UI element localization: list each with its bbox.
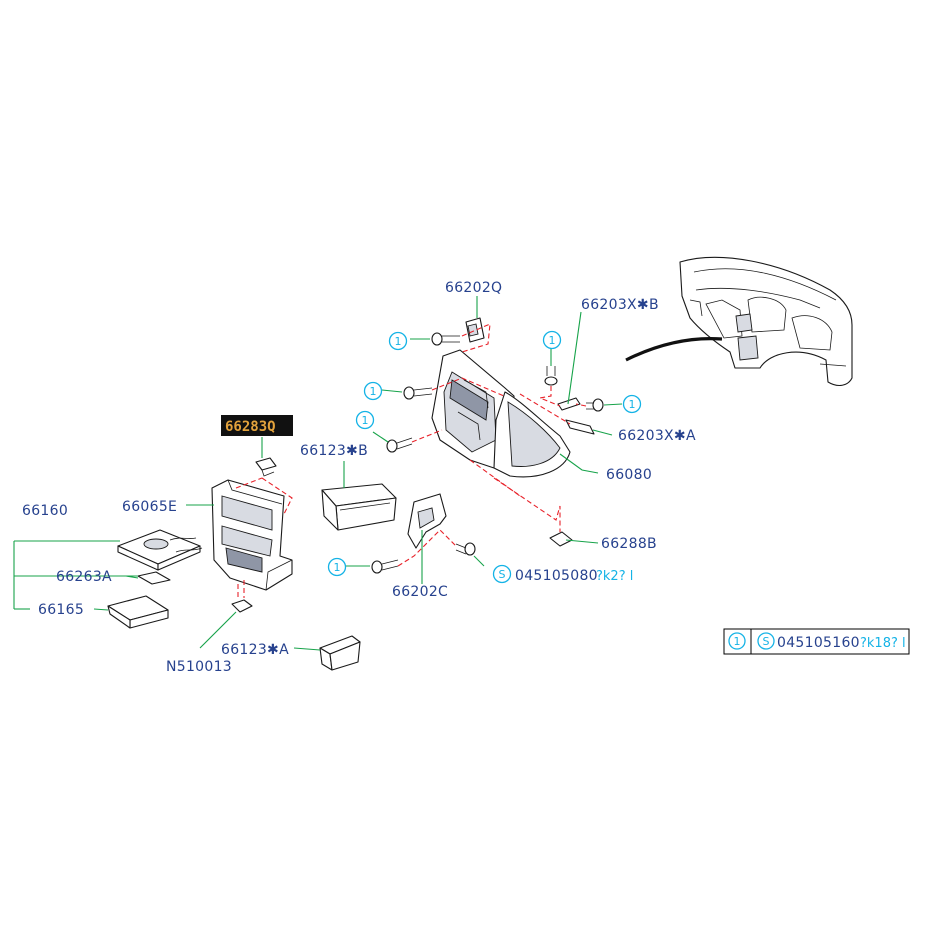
tray-66160-drawing (117, 529, 203, 571)
screw-icon (386, 437, 413, 453)
callout-circle-2: 1 (363, 381, 383, 401)
screw-note: 045105080 ?k2? l (515, 568, 633, 584)
clip-66288B-drawing (549, 531, 573, 547)
label-66203XA: 66203X✱A (618, 428, 696, 444)
pocket-66123B-drawing (321, 483, 397, 531)
label-66203XB: 66203X✱B (581, 297, 659, 313)
label-66165: 66165 (38, 602, 84, 618)
dashboard-overview-illustration (625, 256, 853, 387)
screw-group-right (371, 332, 604, 574)
label-66283Q: 66283Q (225, 419, 276, 435)
callout-circle-6: 1 (327, 557, 347, 577)
screw-icon (431, 332, 460, 346)
label-66263A: 66263A (56, 569, 112, 585)
strip-66263A-drawing (137, 571, 171, 585)
label-66202C: 66202C (392, 584, 448, 600)
callout-circle-5: 1 (622, 394, 642, 414)
screw-callout-circle: S (492, 564, 512, 584)
svg-text:1: 1 (734, 635, 741, 648)
highlighted-part-label: 66283Q (221, 415, 293, 436)
svg-text:S: S (763, 635, 770, 648)
label-66202Q: 66202Q (445, 280, 502, 296)
leader-lines (13, 296, 623, 651)
screw-icon (403, 386, 433, 400)
callout-group: 1 1 1 1 1 1 S (327, 330, 642, 584)
legend-code: 045105160 (777, 635, 860, 651)
part-labels: 66202Q 66203X✱B 66203X✱A 66080 66288B 66… (22, 280, 696, 675)
callout-circle-4: 1 (542, 330, 562, 350)
screw-icon (586, 398, 604, 412)
screw-note-suffix: ?k2? l (596, 569, 633, 584)
callout-circle-3: 1 (355, 410, 375, 430)
label-66123B: 66123✱B (300, 443, 368, 459)
svg-text:S: S (499, 568, 506, 581)
label-N510013: N510013 (166, 659, 232, 675)
bracket-66202Q-drawing (465, 317, 485, 343)
clip-66203XA-drawing (565, 419, 595, 435)
clip-66203XB-drawing (557, 397, 581, 411)
legend-suffix: ?k18? l (860, 636, 906, 651)
label-66123A: 66123✱A (221, 642, 289, 658)
center-bezel-66065E-drawing (211, 479, 293, 591)
label-66160: 66160 (22, 503, 68, 519)
svg-text:1: 1 (362, 414, 369, 427)
assembly-lines-left (235, 477, 293, 598)
label-66288B: 66288B (601, 536, 657, 552)
fastener-legend: 1 S 045105160 ?k18? l (723, 628, 910, 655)
assembly-lines-center (397, 529, 457, 567)
center-panel-66080-drawing (431, 349, 571, 478)
svg-text:1: 1 (395, 335, 402, 348)
svg-text:1: 1 (629, 398, 636, 411)
assembly-lines-right (411, 323, 587, 532)
svg-text:1: 1 (370, 385, 377, 398)
label-66065E: 66065E (122, 499, 177, 515)
bracket-66202C-drawing (407, 493, 447, 549)
pad-N510013-drawing (231, 599, 253, 613)
cover-66165-drawing (107, 595, 169, 629)
screw-icon (371, 559, 399, 574)
clip-66283Q-drawing (255, 457, 277, 477)
pocket-66123A-drawing (319, 635, 361, 671)
callout-circle-1: 1 (388, 331, 408, 351)
screw-note-code: 045105080 (515, 568, 598, 584)
screw-icon (544, 366, 558, 386)
svg-text:1: 1 (549, 334, 556, 347)
label-66080: 66080 (606, 467, 652, 483)
svg-text:1: 1 (334, 561, 341, 574)
screw-icon (455, 542, 476, 556)
